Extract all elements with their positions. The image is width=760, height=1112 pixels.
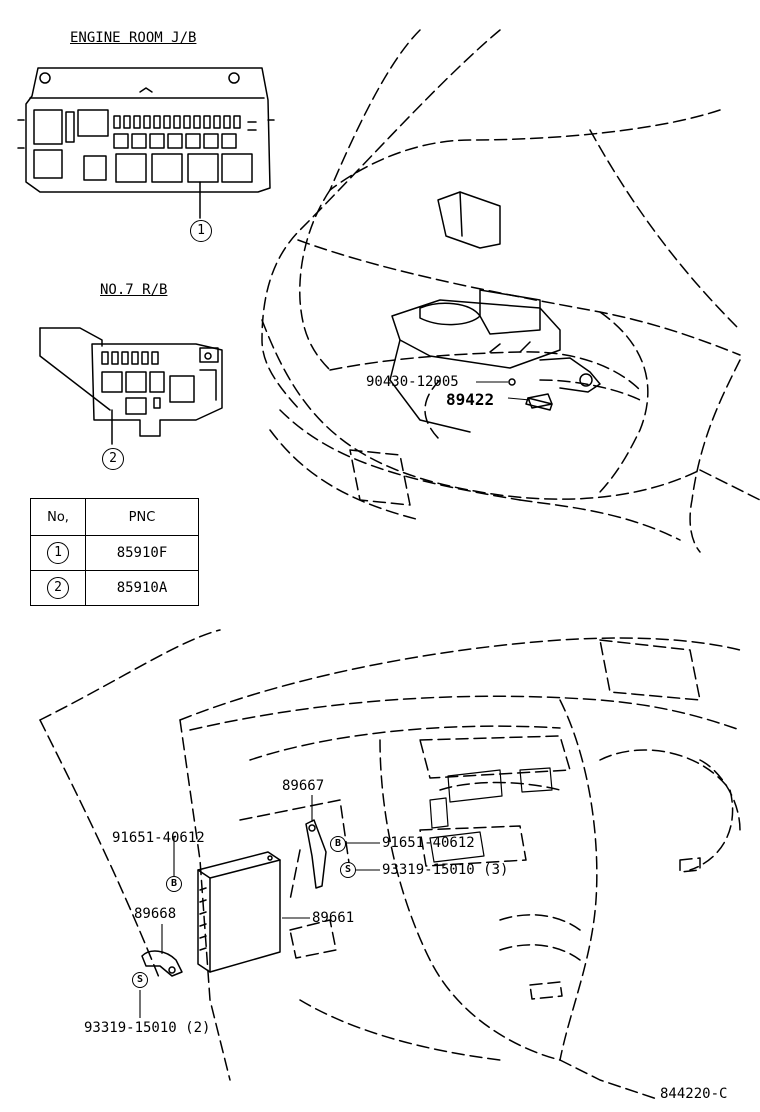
diagram-code: 844220-C <box>660 1086 728 1102</box>
no7-rb-drawing <box>39 327 223 445</box>
part-label-89668: 89668 <box>134 906 177 922</box>
part-label-89667: 89667 <box>282 778 325 794</box>
part-label-90430: 90430-12005 <box>366 374 459 390</box>
header-pnc: PNC <box>85 498 199 536</box>
ecu-drawing <box>197 851 281 973</box>
row-no-circle: 1 <box>47 542 69 564</box>
pnc-table-row: 2 85910A <box>30 570 199 606</box>
callout-1: 1 <box>190 220 212 242</box>
pnc-table-header: No, PNC <box>30 498 199 536</box>
dashboard-outline <box>39 629 741 1101</box>
part-label-93319-right: 93319-15010 (3) <box>382 862 509 878</box>
part-label-89422: 89422 <box>446 390 495 409</box>
part-label-89661: 89661 <box>312 910 355 926</box>
pnc-table: No, PNC 1 85910F 2 85910A <box>30 498 199 606</box>
engine-room-jb-drawing <box>17 67 275 219</box>
bracket-89668 <box>141 950 183 977</box>
pnc-table-row: 1 85910F <box>30 535 199 571</box>
part-label-91651-right: 91651-40612 <box>382 835 475 851</box>
bolt-marker-b: B <box>330 836 346 852</box>
bolt-marker-b: B <box>166 876 182 892</box>
sensor-89422 <box>525 397 553 411</box>
engine-bay-outline <box>261 29 760 553</box>
row-no-circle: 2 <box>47 577 69 599</box>
part-label-91651-left: 91651-40612 <box>112 830 205 846</box>
part-label-93319-left: 93319-15010 (2) <box>84 1020 211 1036</box>
callout-2: 2 <box>102 448 124 470</box>
engine-components <box>389 191 601 433</box>
leader-lines <box>139 381 531 1018</box>
bracket-89667 <box>305 819 327 889</box>
row-pnc: 85910A <box>85 570 199 606</box>
engine-room-jb-title: ENGINE ROOM J/B <box>70 30 197 46</box>
screw-marker-s: S <box>340 862 356 878</box>
screw-marker-s: S <box>132 972 148 988</box>
row-pnc: 85910F <box>85 535 199 571</box>
no7-rb-title: NO.7 R/B <box>100 282 168 298</box>
header-no: No, <box>30 498 86 536</box>
dash-panel-controls <box>429 767 553 863</box>
